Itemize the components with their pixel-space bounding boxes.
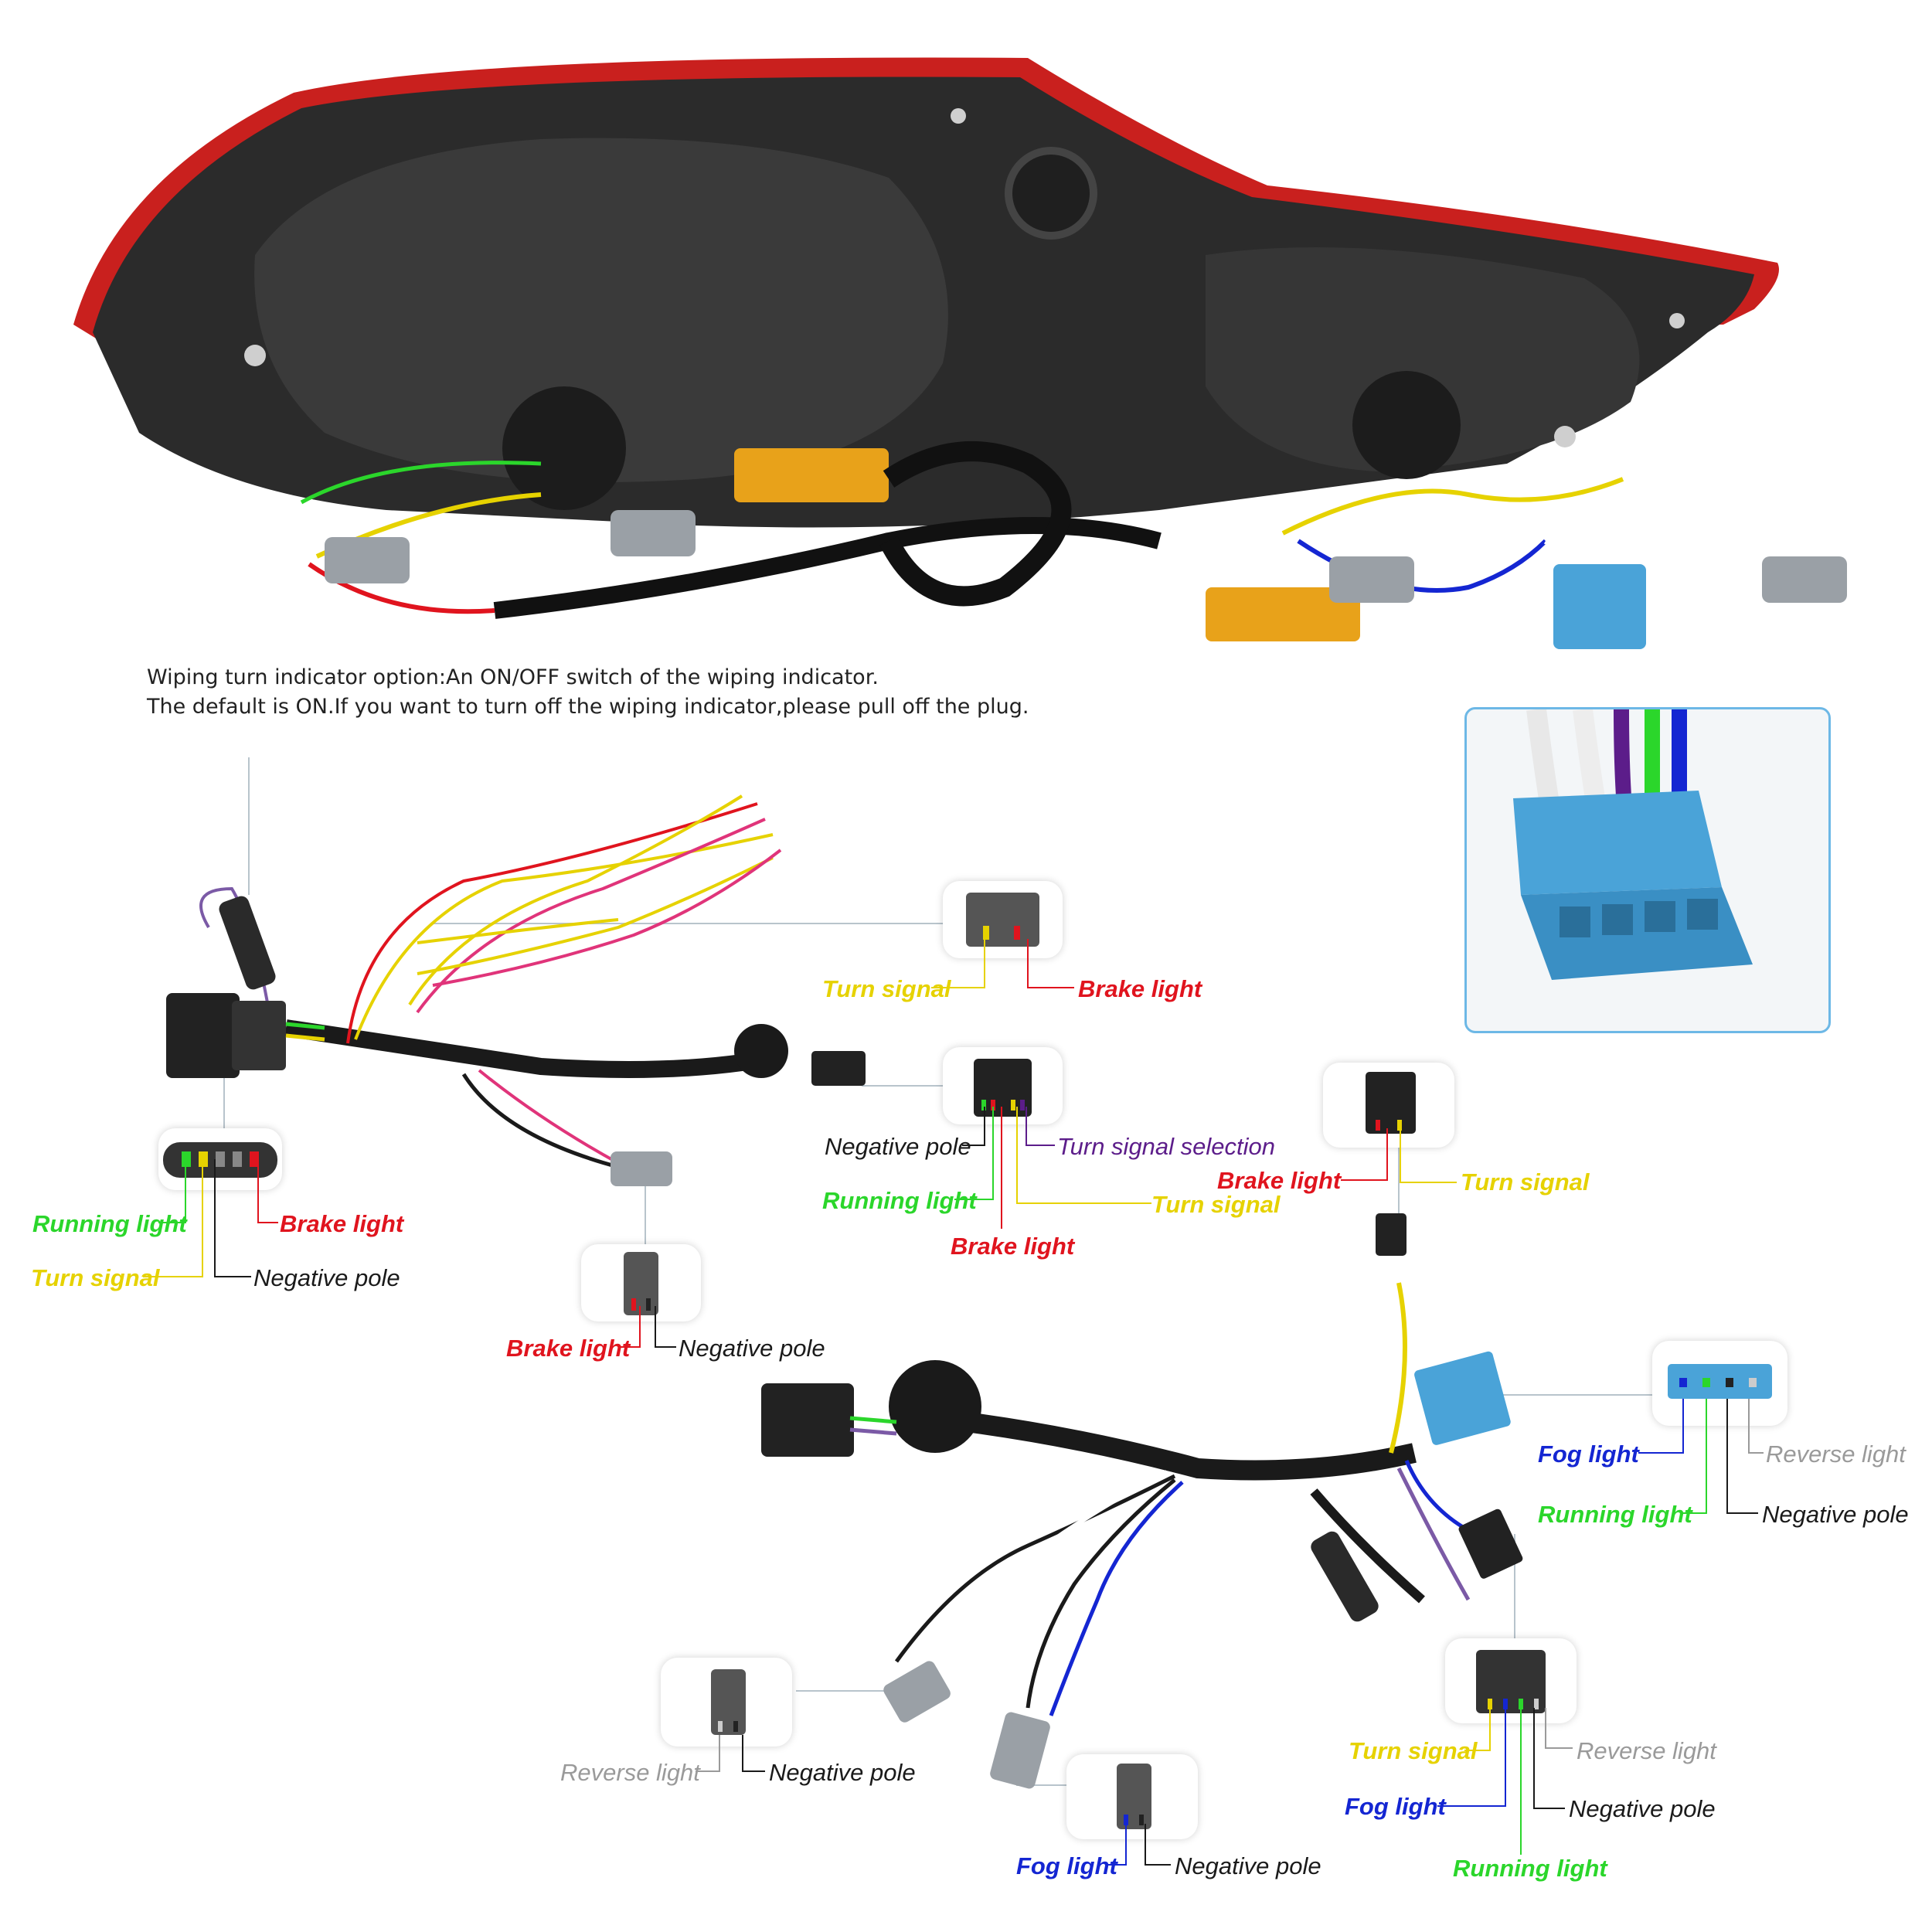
label-reverse-light-2: Reverse light — [560, 1759, 700, 1786]
label-turn-signal-2: Turn signal — [822, 975, 951, 1002]
label-brake-light-5: Brake light — [1217, 1167, 1342, 1194]
label-turn-signal-selection: Turn signal selection — [1057, 1133, 1276, 1160]
connector-reverse-view — [661, 1658, 792, 1747]
label-negative-pole-5: Negative pole — [769, 1759, 916, 1786]
label-negative-pole-4: Negative pole — [1762, 1501, 1909, 1528]
label-negative-pole-3: Negative pole — [679, 1335, 825, 1362]
blue-connector-closeup-photo — [1464, 707, 1831, 1033]
connector-brake-turn-view — [943, 881, 1063, 958]
label-negative-pole-6: Negative pole — [1175, 1852, 1321, 1879]
label-turn-signal-3: Turn signal — [1151, 1191, 1281, 1218]
label-brake-light-2: Brake light — [1078, 975, 1202, 1002]
label-turn-signal-4: Turn signal — [1461, 1168, 1590, 1196]
label-fog-light-2: Fog light — [1016, 1852, 1117, 1879]
label-running-light-2: Running light — [822, 1187, 977, 1214]
connector-brake-turn-view-2 — [1323, 1063, 1454, 1148]
connector-4pin-view — [1445, 1638, 1577, 1723]
wiping-indicator-note: Wiping turn indicator option:An ON/OFF s… — [147, 663, 1029, 722]
label-turn-signal-1: Turn signal — [31, 1264, 160, 1291]
connector-brake-neg-view — [581, 1244, 701, 1321]
label-negative-pole-2: Negative pole — [825, 1133, 971, 1160]
connector-turnsel-view — [943, 1047, 1063, 1124]
label-brake-light-4: Brake light — [506, 1335, 631, 1362]
label-turn-signal-5: Turn signal — [1349, 1737, 1478, 1764]
note-line-1: Wiping turn indicator option:An ON/OFF s… — [147, 665, 879, 689]
label-running-light-3: Running light — [1538, 1501, 1692, 1528]
label-negative-pole-7: Negative pole — [1569, 1795, 1716, 1822]
label-brake-light-1: Brake light — [280, 1210, 404, 1237]
label-running-light-4: Running light — [1453, 1855, 1607, 1882]
label-reverse-light-3: Reverse light — [1577, 1737, 1716, 1764]
label-fog-light-1: Fog light — [1538, 1440, 1639, 1468]
tail-light-housing-photo — [73, 57, 1847, 649]
label-fog-light-3: Fog light — [1345, 1793, 1446, 1820]
connector-blue-view — [1652, 1341, 1787, 1426]
label-reverse-light-1: Reverse light — [1766, 1440, 1906, 1468]
label-negative-pole-1: Negative pole — [253, 1264, 400, 1291]
label-brake-light-3: Brake light — [951, 1233, 1075, 1260]
label-running-light-1: Running light — [32, 1210, 187, 1237]
connector-fog-view — [1066, 1754, 1198, 1839]
note-line-2: The default is ON.If you want to turn of… — [147, 695, 1029, 719]
